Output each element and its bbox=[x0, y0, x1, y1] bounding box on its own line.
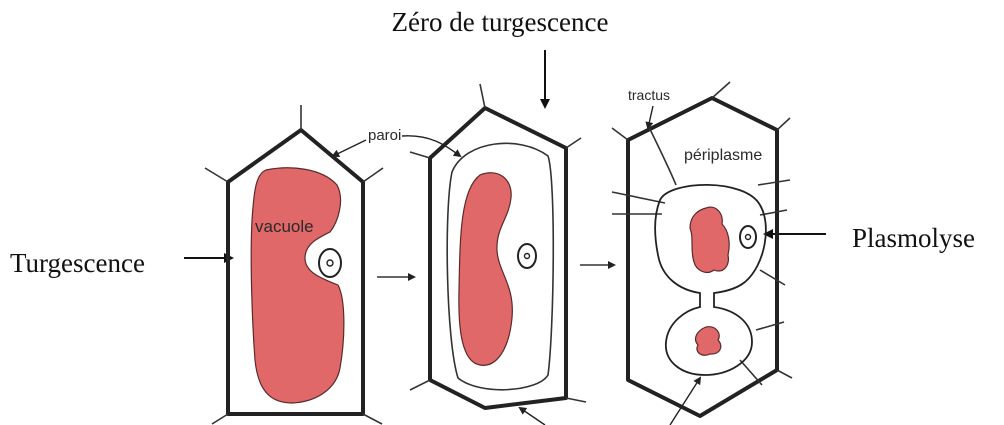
label-paroi: paroi bbox=[368, 127, 401, 144]
pointer-tractus bbox=[648, 106, 653, 128]
pointer-bottom-2 bbox=[520, 408, 545, 425]
label-tractus: tractus bbox=[628, 87, 670, 103]
label-plasmolyse: Plasmolyse bbox=[852, 223, 975, 253]
vacuole-turgescent bbox=[251, 168, 344, 403]
vacuole-zero-turgescence bbox=[459, 173, 512, 366]
cell-turgescent: vacuole paroi bbox=[205, 105, 460, 424]
label-vacuole: vacuole bbox=[255, 217, 314, 236]
label-zero-turgescence: Zéro de turgescence bbox=[392, 7, 609, 37]
cell-zero-turgescence bbox=[410, 84, 586, 425]
label-periplasme: périplasme bbox=[684, 147, 762, 164]
vacuole-plasmolyse-lower bbox=[696, 327, 721, 356]
vacuole-plasmolyse-upper bbox=[690, 207, 729, 272]
label-turgescence: Turgescence bbox=[10, 248, 145, 278]
pointer-paroi-1 bbox=[333, 140, 366, 156]
cell-plasmolyse: tractus périplasme bbox=[612, 82, 792, 425]
